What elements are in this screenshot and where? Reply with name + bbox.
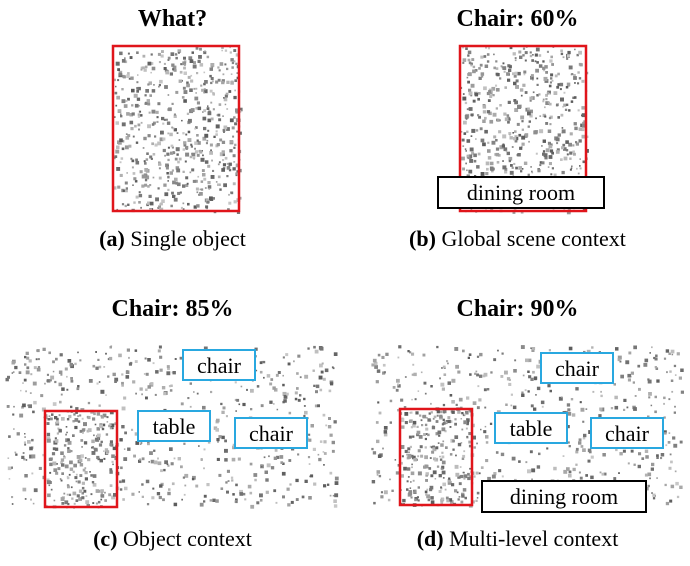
- caption-text: Single object: [124, 226, 246, 251]
- object-label-tag: chair: [590, 417, 664, 449]
- scene-label-tag: dining room: [481, 480, 647, 513]
- query-box: [398, 407, 474, 507]
- object-label-tag: chair: [540, 352, 614, 384]
- object-label-tag: chair: [234, 417, 308, 449]
- query-box: [458, 44, 588, 213]
- panel-caption: (a) Single object: [0, 226, 345, 252]
- panel-single-object: What? (a) Single object: [0, 0, 345, 283]
- chair-points: [400, 409, 475, 508]
- chair-points: [46, 411, 120, 509]
- panel-object-context: Chair: 85% chair table chair (c) Object …: [0, 283, 345, 566]
- caption-letter: (a): [99, 226, 125, 251]
- caption-text: Object context: [117, 526, 252, 551]
- caption-text: Global scene context: [435, 226, 626, 251]
- scene-label-tag: dining room: [437, 176, 605, 209]
- panel-multi-level-context: Chair: 90% chair table chair dining room…: [345, 283, 690, 566]
- query-box: [43, 409, 119, 509]
- panel-heading: Chair: 90%: [456, 296, 579, 322]
- point-cloud-chair-image: [458, 44, 590, 215]
- panel-caption: (d) Multi-level context: [345, 526, 690, 552]
- query-box: [111, 44, 241, 213]
- object-label-tag: chair: [182, 349, 256, 381]
- panel-global-scene-context: Chair: 60% dining room (b) Global scene …: [345, 0, 690, 283]
- caption-letter: (d): [416, 526, 444, 551]
- point-cloud-chair-image: [111, 44, 243, 214]
- panel-heading: Chair: 85%: [111, 296, 234, 322]
- panel-caption: (b) Global scene context: [345, 226, 690, 252]
- panel-caption: (c) Object context: [0, 526, 345, 552]
- object-label-tag: table: [494, 412, 568, 444]
- caption-letter: (c): [93, 526, 118, 551]
- panel-heading: Chair: 60%: [456, 6, 579, 32]
- chair-points: [113, 46, 243, 214]
- panel-heading: What?: [137, 6, 208, 32]
- caption-letter: (b): [409, 226, 436, 251]
- caption-text: Multi-level context: [443, 526, 619, 551]
- object-label-tag: table: [137, 410, 211, 442]
